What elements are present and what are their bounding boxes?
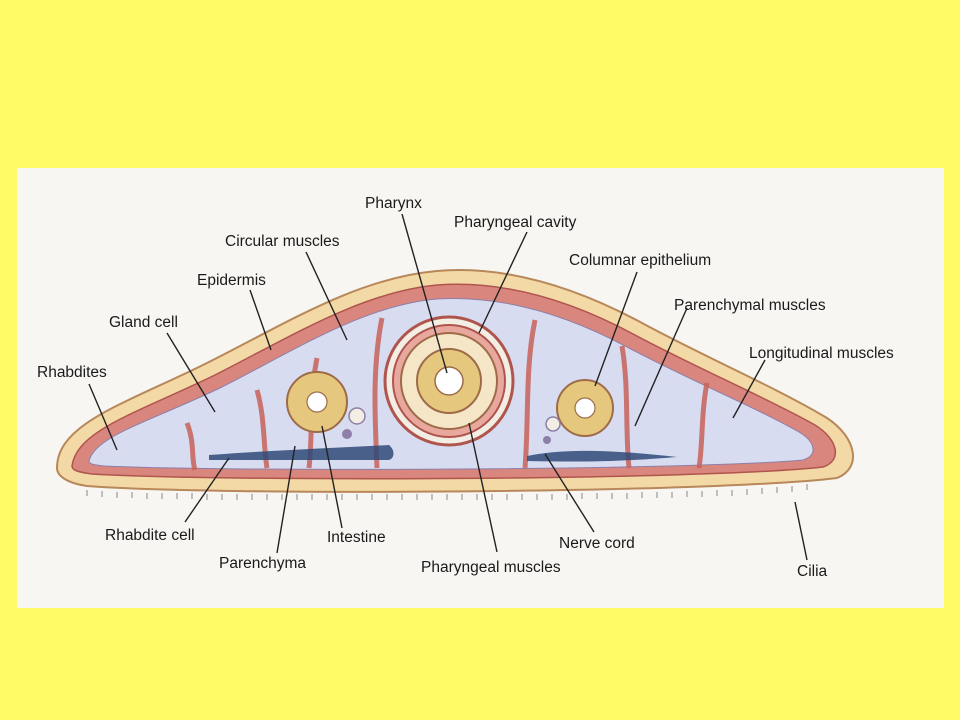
diagram-panel: Pharynx Pharyngeal cavity Circular muscl…	[17, 168, 944, 608]
label-intestine: Intestine	[327, 529, 386, 546]
label-longitudinal-muscles: Longitudinal muscles	[749, 345, 894, 362]
label-rhabdites: Rhabdites	[37, 364, 107, 381]
label-circular-muscles: Circular muscles	[225, 233, 340, 250]
label-pharyngeal-muscles: Pharyngeal muscles	[421, 559, 561, 576]
label-gland-cell: Gland cell	[109, 314, 178, 331]
pharynx	[383, 315, 515, 447]
label-rhabdite-cell: Rhabdite cell	[105, 527, 195, 544]
leader-lines	[88, 213, 808, 561]
label-cilia: Cilia	[797, 563, 828, 580]
cilia	[86, 484, 808, 500]
label-nerve-cord: Nerve cord	[559, 535, 635, 552]
label-pharyngeal-cavity: Pharyngeal cavity	[454, 214, 577, 231]
planarian-cross-section: Pharynx Pharyngeal cavity Circular muscl…	[37, 195, 894, 580]
label-parenchyma: Parenchyma	[219, 555, 306, 572]
label-parenchymal-muscles: Parenchymal muscles	[674, 297, 826, 314]
label-pharynx: Pharynx	[365, 195, 422, 212]
nerve-cords	[209, 445, 677, 462]
label-columnar-epithelium: Columnar epithelium	[569, 252, 711, 269]
intestine-left	[286, 371, 366, 439]
intestine-right	[543, 379, 614, 444]
label-epidermis: Epidermis	[197, 272, 266, 289]
